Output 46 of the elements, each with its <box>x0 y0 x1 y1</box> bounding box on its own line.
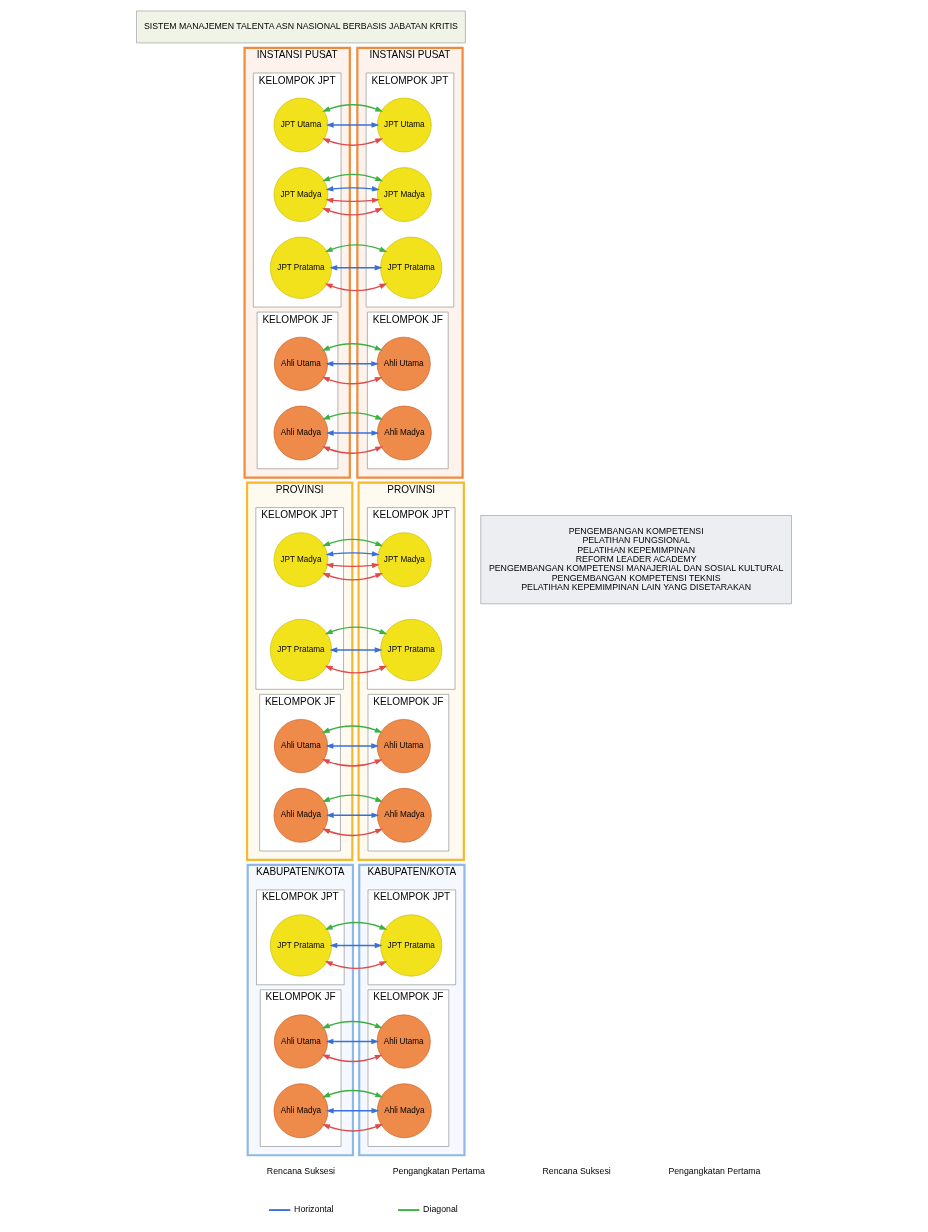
arrow <box>321 376 383 385</box>
arrow <box>325 551 380 557</box>
arrow <box>322 794 384 802</box>
node-box: PENGEMBANGAN KOMPETENSI PELATIHAN FUNGSIONAL PELATIHAN KEPEMIMPINAN REFORM LEADER ACADEMY PENGEMBANGAN KOMPETENSI MANAJERIAL DAN SOSIAL KULTURAL PENGEMBANGAN KOMPETENSI TEKNIS PELATIHAN KEPEMIMPINAN LAIN YANG DISETARAKAN <box>480 515 792 605</box>
arrow <box>322 1089 384 1098</box>
arrow <box>325 1038 380 1045</box>
label: Rencana Suksesi <box>542 1165 611 1176</box>
arrow <box>322 412 384 420</box>
arrow <box>322 138 384 146</box>
arrow <box>322 104 384 112</box>
arrow <box>321 343 383 351</box>
arrow <box>324 961 388 970</box>
arrow <box>322 538 384 547</box>
arrow <box>324 921 388 930</box>
label: Rencana Suksesi <box>266 1165 336 1176</box>
arrow <box>321 725 383 733</box>
arrow <box>329 265 383 271</box>
arrow <box>322 1124 384 1132</box>
arrow <box>325 430 380 436</box>
arrow <box>321 1054 383 1063</box>
arrow <box>321 759 383 767</box>
arrow <box>325 743 380 749</box>
arrow <box>325 812 380 818</box>
arrow <box>324 665 388 674</box>
arrow <box>322 828 384 837</box>
arrow <box>325 186 380 192</box>
node-box: SISTEM MANAJEMEN TALENTA ASN NASIONAL BERBASIS JABATAN KRITIS <box>136 10 466 44</box>
arrow <box>322 207 384 216</box>
arrow <box>322 446 384 454</box>
arrow <box>322 572 384 581</box>
label: Pengangkatan Pertama <box>668 1165 761 1176</box>
arrow <box>325 562 380 569</box>
arrow <box>329 942 383 949</box>
legend-label: Diagonal <box>423 1204 458 1215</box>
arrow <box>329 647 383 653</box>
arrow <box>325 122 380 128</box>
arrow <box>324 244 388 253</box>
label: Pengangkatan Pertama <box>392 1165 485 1176</box>
arrow <box>325 1108 380 1114</box>
arrow <box>325 361 380 367</box>
arrow <box>324 626 388 635</box>
arrow <box>321 1020 383 1029</box>
legend-label: Horizontal <box>294 1204 334 1215</box>
arrow <box>322 173 384 182</box>
arrow <box>325 197 380 204</box>
arrow <box>324 283 388 292</box>
